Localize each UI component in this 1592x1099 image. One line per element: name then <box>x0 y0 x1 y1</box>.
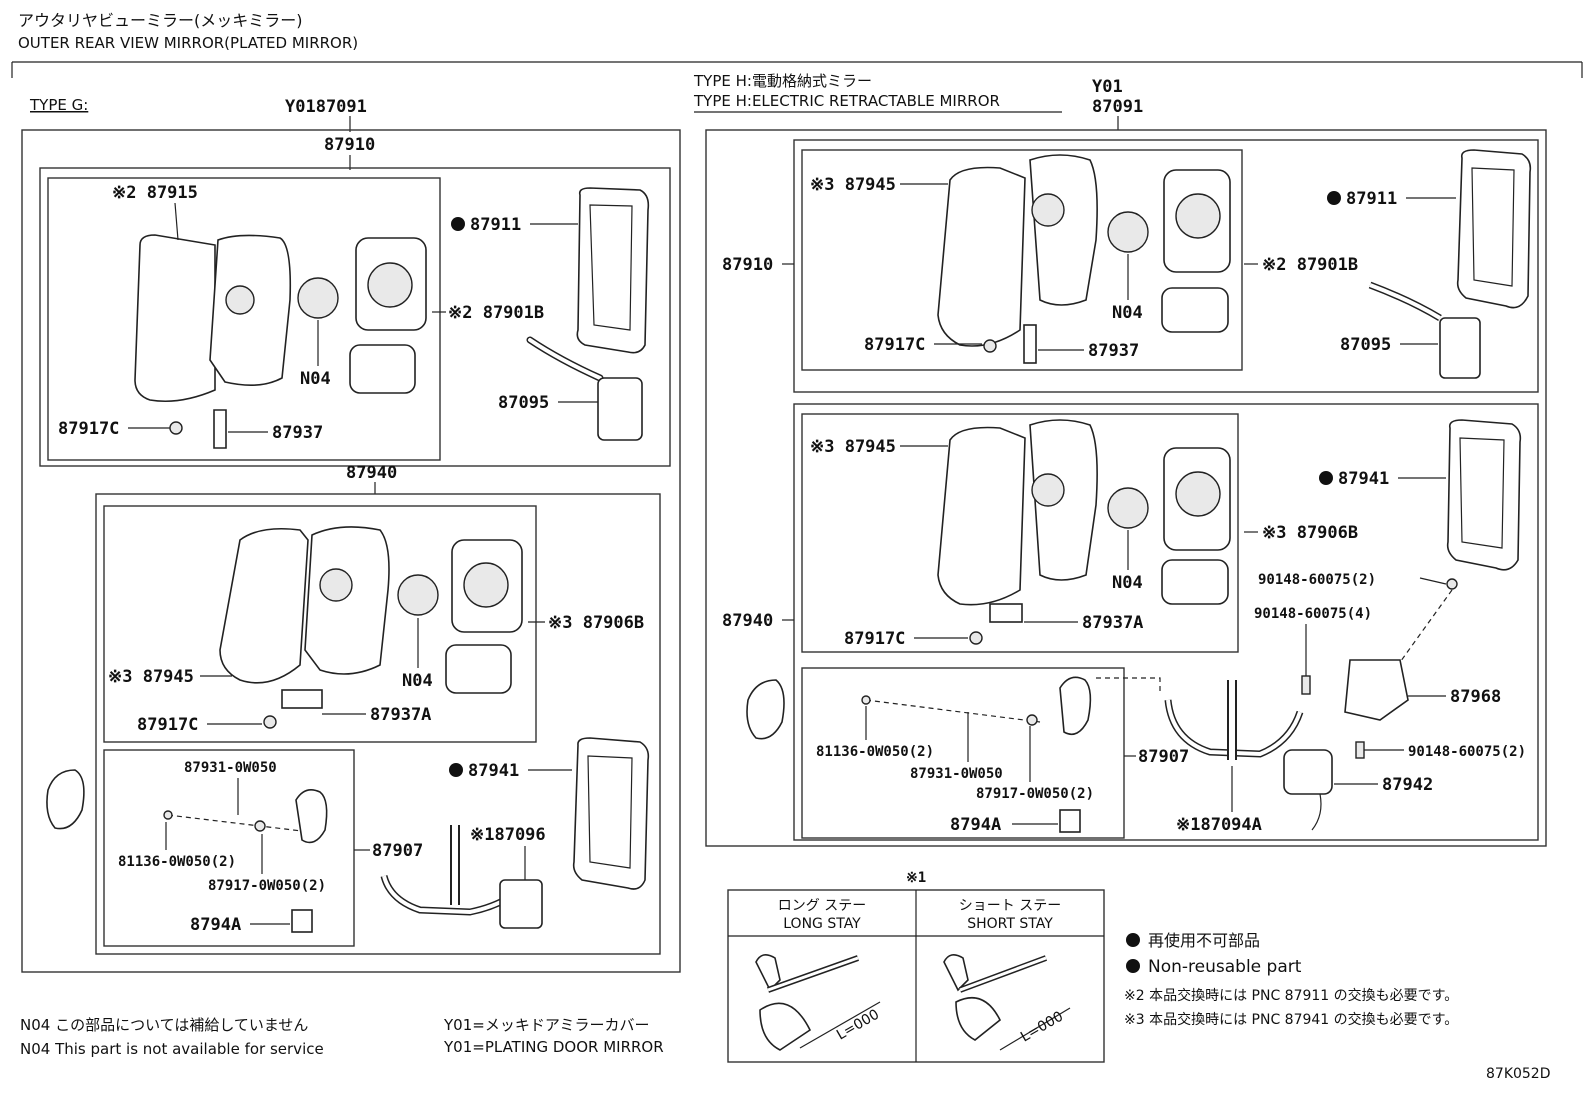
g-lower-screw-label: 87917C <box>137 715 198 735</box>
h-upper-stay-label: 87095 <box>1340 335 1391 355</box>
h-upper-mirror-label: ※3 87945 <box>810 175 896 195</box>
type-h-label-jp: TYPE H:電動格納式ミラー <box>693 72 872 90</box>
g-lower-p3-label: 87917-0W050(2) <box>208 878 326 894</box>
type-g-upper-frame <box>39 167 671 467</box>
title-jp: アウタリヤビューミラー(メッキミラー) <box>18 11 303 30</box>
note1-mark: ※1 <box>906 870 926 886</box>
h-lower-bolt3-label: 90148-60075(2) <box>1408 744 1526 760</box>
footer-y01-jp: Y01=メッキドアミラーカバー <box>443 1016 650 1034</box>
h-lower-screw-label: 87917C <box>844 629 905 649</box>
h-upper-screw-label: 87917C <box>864 335 925 355</box>
h-lower-base-label: 87968 <box>1450 687 1501 707</box>
g-lower-p5-label: 87907 <box>372 841 423 861</box>
type-g-code: Y0187091 <box>285 97 367 117</box>
short-stay-en: SHORT STAY <box>967 916 1053 932</box>
type-g-upper-inner <box>47 177 441 461</box>
g-lower-p1-label: 87931-0W050 <box>184 760 277 776</box>
legend-nonreuse-jp: 再使用不可部品 <box>1148 931 1260 950</box>
g-lower-bracket-label: 87937A <box>370 705 431 725</box>
title-en: OUTER REAR VIEW MIRROR(PLATED MIRROR) <box>18 34 358 52</box>
figure-code: 87K052D <box>1486 1066 1551 1082</box>
h-upper-motor-label: N04 <box>1112 303 1143 323</box>
type-g-frame <box>21 129 681 973</box>
g-lower-cover-label: ※3 87906B <box>548 613 644 633</box>
h-upper-cover-label: ※2 87901B <box>1262 255 1358 275</box>
h-lower-assy-label: 87940 <box>722 611 773 631</box>
g-upper-screw-label: 87917C <box>58 419 119 439</box>
g-upper-cover-label: ※2 87901B <box>448 303 544 323</box>
h-lower-p3-label: 87917-0W050(2) <box>976 786 1094 802</box>
g-lower-p4-label: 8794A <box>190 915 241 935</box>
g-lower-motor-label: N04 <box>402 671 433 691</box>
h-lower-motor-label: N04 <box>1112 573 1143 593</box>
mirror-cover-side-shape <box>46 769 85 830</box>
g-upper-frame-label: 87911 <box>470 215 521 235</box>
g-upper-stay-label: 87095 <box>498 393 549 413</box>
stay-length-note: ※1 ロング ステー LONG STAY ショート ステー SHORT STAY… <box>727 870 1105 1063</box>
h-lower-frame-label: 87941 <box>1338 469 1389 489</box>
legend-note3: ※3 本品交換時には PNC 87941 の交換も必要です。 <box>1124 1011 1458 1028</box>
footer-n04-en: N04 This part is not available for servi… <box>20 1040 324 1058</box>
g-lower-stay-label: ※187096 <box>470 825 546 845</box>
type-h-frame <box>705 129 1547 847</box>
h-upper-bracket-label: 87937 <box>1088 341 1139 361</box>
legend-note2: ※2 本品交換時には PNC 87911 の交換も必要です。 <box>1124 987 1458 1004</box>
g-lower-frame-label: 87941 <box>468 761 519 781</box>
legend-nonreuse-en: Non-reusable part <box>1148 957 1302 977</box>
type-h-code-top: Y01 <box>1092 77 1123 97</box>
long-stay-jp: ロング ステー <box>778 898 866 914</box>
long-stay-length: L=000 <box>834 1006 882 1043</box>
actuator-shape <box>1283 749 1333 795</box>
type-g-label: TYPE G: <box>29 96 88 114</box>
mirror-glass-shape <box>134 234 216 403</box>
type-g-assy-lower: 87940 <box>346 463 397 483</box>
type-h-label-en: TYPE H:ELECTRIC RETRACTABLE MIRROR <box>693 92 1000 110</box>
g-upper-bracket-label: 87937 <box>272 423 323 443</box>
g-upper-motor-label: N04 <box>300 369 331 389</box>
short-stay-length: L=000 <box>1018 1008 1066 1045</box>
h-upper-assy-label: 87910 <box>722 255 773 275</box>
nonreusable-marker <box>451 217 465 231</box>
footer-y01-en: Y01=PLATING DOOR MIRROR <box>443 1038 664 1056</box>
footer-n04-jp: N04 この部品については補給していません <box>20 1016 308 1034</box>
h-lower-actuator-label: 87942 <box>1382 775 1433 795</box>
long-stay-en: LONG STAY <box>783 916 861 932</box>
g-lower-mirror-label: ※3 87945 <box>108 667 194 687</box>
motor-shape <box>297 277 339 319</box>
type-h-section: TYPE H:電動格納式ミラー TYPE H:ELECTRIC RETRACTA… <box>693 72 1547 847</box>
h-lower-bracket-label: 87937A <box>1082 613 1143 633</box>
g-upper-mirror-label: ※2 87915 <box>112 183 198 203</box>
type-g-lower-frame <box>95 493 661 955</box>
h-lower-p5-label: 87907 <box>1138 747 1189 767</box>
g-lower-p2-label: 81136-0W050(2) <box>118 854 236 870</box>
h-lower-p2-label: 87931-0W050 <box>910 766 1003 782</box>
h-lower-bolt1-label: 90148-60075(2) <box>1258 572 1376 588</box>
h-lower-p1-label: 81136-0W050(2) <box>816 744 934 760</box>
h-upper-frame-label: 87911 <box>1346 189 1397 209</box>
h-lower-bolt2-label: 90148-60075(4) <box>1254 606 1372 622</box>
type-g-assy-upper: 87910 <box>324 135 375 155</box>
h-lower-cover-label: ※3 87906B <box>1262 523 1358 543</box>
h-lower-stay-label: ※187094A <box>1176 815 1262 835</box>
legend: 再使用不可部品 Non-reusable part ※2 本品交換時には PNC… <box>1124 931 1458 1028</box>
short-stay-jp: ショート ステー <box>959 898 1061 914</box>
type-g-section: TYPE G: Y0187091 87910 ※2 87915 N04 <box>21 96 681 973</box>
type-h-code-bottom: 87091 <box>1092 97 1143 117</box>
h-lower-p4-label: 8794A <box>950 815 1001 835</box>
h-lower-mirror-label: ※3 87945 <box>810 437 896 457</box>
